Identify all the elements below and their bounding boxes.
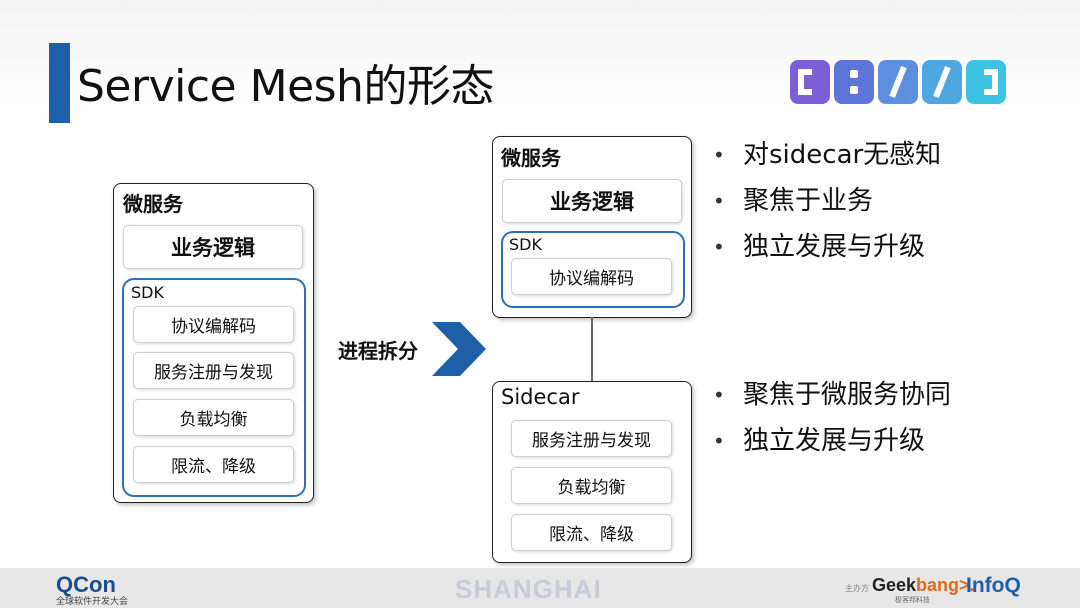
bullet-item: • 聚焦于业务: [713, 178, 941, 224]
logo-glyph-5: [966, 60, 1006, 104]
left-sdk-item: 协议编解码: [133, 306, 294, 343]
sidecar-item: 负载均衡: [511, 467, 672, 504]
left-sdk-item: 负载均衡: [133, 399, 294, 436]
bullet-dot: •: [713, 143, 725, 167]
left-sdk-item: 限流、降级: [133, 446, 294, 483]
bullet-text: 对sidecar无感知: [743, 140, 942, 170]
right-business-logic: 业务逻辑: [502, 179, 682, 223]
qcon-logo: QCon: [56, 572, 116, 597]
chevron-right-icon: [432, 322, 486, 376]
bullet-item: • 独立发展与升级: [713, 224, 941, 270]
bullet-text: 独立发展与升级: [743, 232, 926, 262]
bullet-dot: •: [713, 235, 725, 259]
process-split-label: 进程拆分: [338, 339, 418, 363]
bullet-item: • 独立发展与升级: [713, 418, 951, 464]
host-label: 主办方: [845, 584, 869, 593]
bullet-dot: •: [713, 383, 725, 407]
logo-glyph-2: [834, 60, 874, 104]
bullet-dot: •: [713, 189, 725, 213]
right-sdk-item: 协议编解码: [511, 258, 672, 295]
footer-bar: [0, 568, 1080, 608]
city-watermark: SHANGHAI: [455, 574, 602, 604]
geekbang-subtitle: 极客邦科技: [895, 596, 930, 604]
left-sdk-label: SDK: [131, 283, 164, 302]
bullet-item: • 对sidecar无感知: [713, 132, 941, 178]
slide-title: Service Mesh的形态: [77, 61, 494, 112]
logo-glyph-1: [790, 60, 830, 104]
geekbang-suffix: bang>.: [916, 575, 975, 595]
title-accent-bar: [49, 43, 70, 123]
geekbang-prefix: Geek: [872, 575, 917, 595]
qcon-subtitle: 全球软件开发大会: [56, 597, 129, 607]
bullet-text: 聚焦于微服务协同: [743, 380, 952, 410]
dubbo-logo: [790, 60, 1006, 108]
left-microservice-label: 微服务: [123, 192, 183, 216]
sidecar-label: Sidecar: [501, 385, 580, 409]
connector-line: [591, 317, 593, 381]
sidecar-item: 限流、降级: [511, 514, 672, 551]
bullet-list-bottom: • 聚焦于微服务协同 • 独立发展与升级: [713, 372, 951, 464]
infoq-logo: InfoQ: [966, 574, 1021, 597]
bullet-list-top: • 对sidecar无感知 • 聚焦于业务 • 独立发展与升级: [713, 132, 941, 270]
sidecar-item: 服务注册与发现: [511, 420, 672, 457]
bullet-dot: •: [713, 429, 725, 453]
bullet-text: 聚焦于业务: [743, 186, 874, 216]
left-sdk-item: 服务注册与发现: [133, 352, 294, 389]
logo-glyph-3: [878, 60, 918, 104]
left-business-logic: 业务逻辑: [123, 225, 303, 269]
right-microservice-label: 微服务: [501, 146, 561, 170]
right-sdk-label: SDK: [509, 235, 542, 254]
bullet-text: 独立发展与升级: [743, 426, 926, 456]
geekbang-logo: Geekbang>.: [872, 575, 975, 596]
bullet-item: • 聚焦于微服务协同: [713, 372, 951, 418]
logo-glyph-4: [922, 60, 962, 104]
